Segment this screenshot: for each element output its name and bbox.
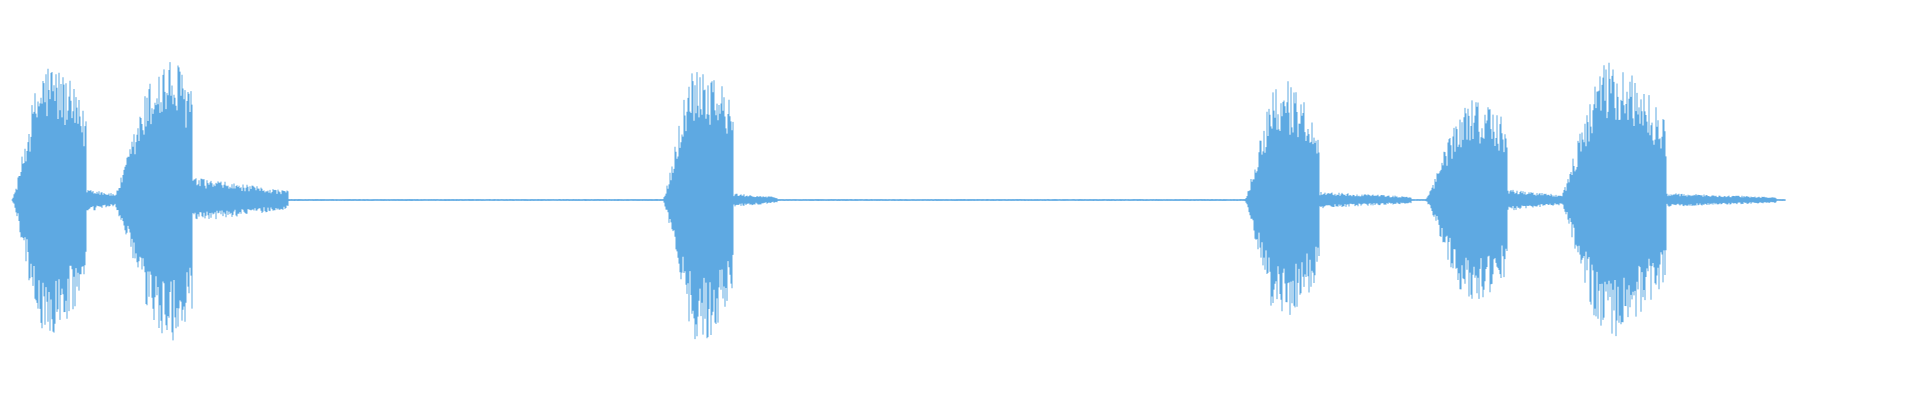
waveform-signal: [11, 62, 1786, 341]
